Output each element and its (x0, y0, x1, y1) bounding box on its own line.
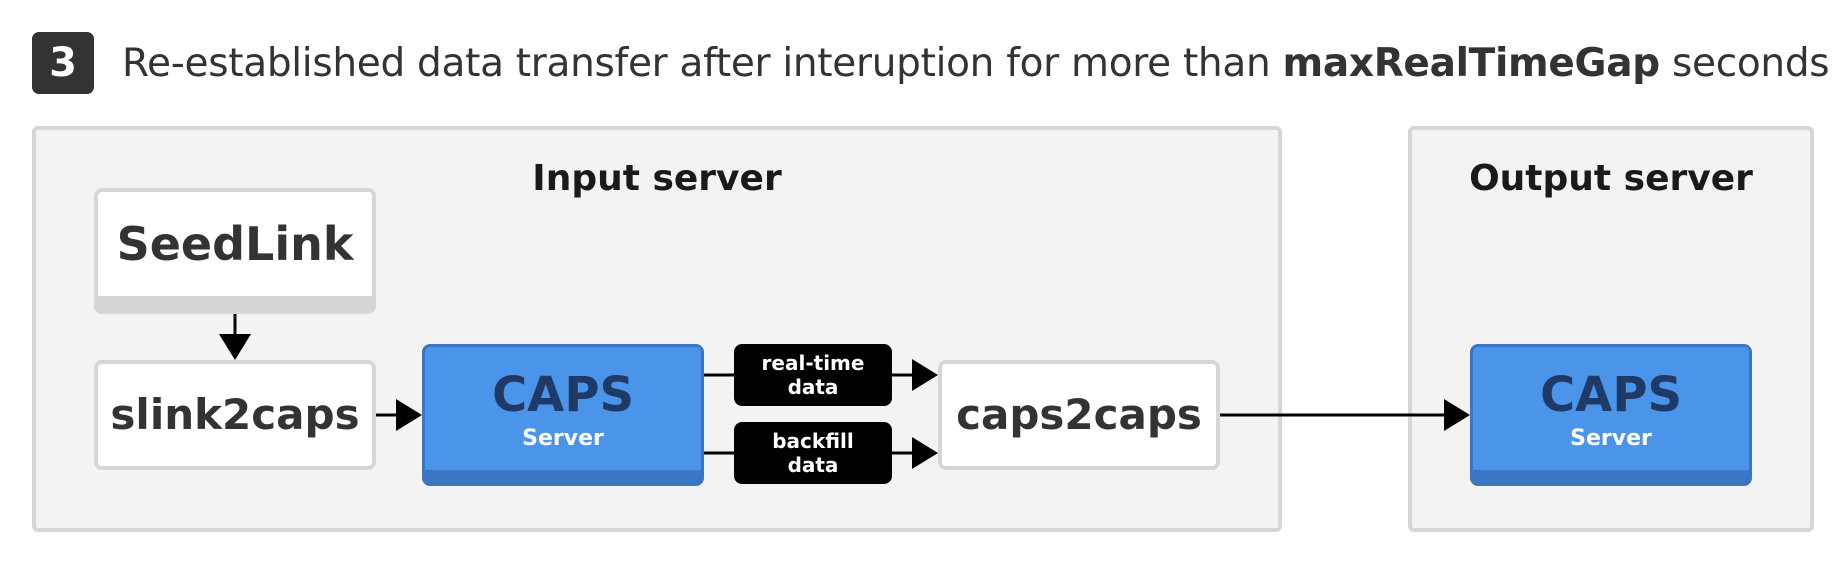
realtime-line-1: real-time (761, 351, 865, 375)
caps-output-subtitle: Server (1570, 426, 1652, 451)
step-number-badge: 3 (32, 32, 94, 94)
output-server-title: Output server (1469, 158, 1753, 199)
heading-text-before: Re-established data transfer after inter… (122, 41, 1271, 86)
seedlink-label: SeedLink (116, 217, 354, 271)
caps-server-input-node: CAPS Server (422, 344, 704, 486)
backfill-data-label: backfill data (734, 422, 892, 484)
caps-output-title: CAPS (1539, 367, 1683, 423)
caps-server-output-node: CAPS Server (1470, 344, 1752, 486)
seedlink-node: SeedLink (94, 188, 376, 314)
heading-text-after: seconds (1671, 41, 1830, 86)
backfill-line-1: backfill (772, 429, 854, 453)
slink2caps-label: slink2caps (110, 390, 360, 439)
realtime-data-label: real-time data (734, 344, 892, 406)
step-heading: Re-established data transfer after inter… (122, 34, 1830, 94)
heading-bold-term: maxRealTimeGap (1282, 41, 1660, 86)
realtime-line-2: data (787, 375, 839, 399)
caps-input-title: CAPS (491, 367, 635, 423)
caps2caps-node: caps2caps (938, 360, 1220, 470)
slink2caps-node: slink2caps (94, 360, 376, 470)
input-server-title: Input server (532, 158, 782, 199)
caps-input-subtitle: Server (522, 426, 604, 451)
backfill-line-2: data (787, 453, 839, 477)
caps2caps-label: caps2caps (956, 390, 1202, 439)
